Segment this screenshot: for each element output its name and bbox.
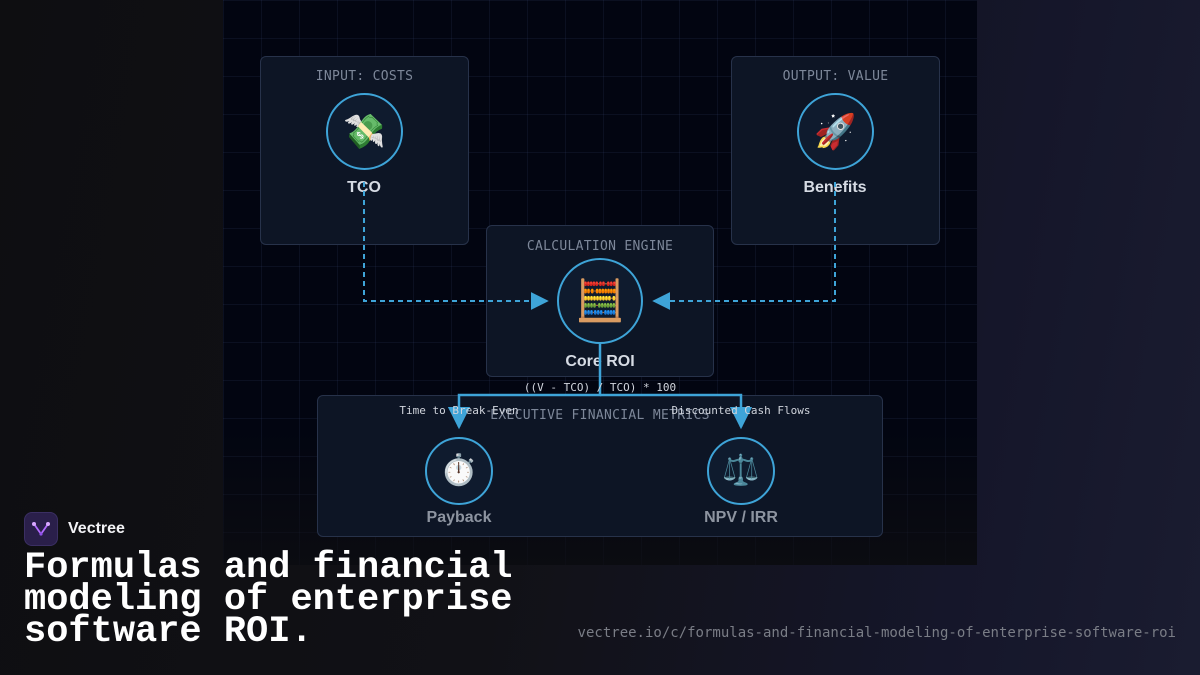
- vectree-logo-icon: [24, 512, 58, 546]
- tco-to-roi-wire: [363, 182, 549, 310]
- brand-name: Vectree: [68, 520, 125, 537]
- npv-irr-label: NPV / IRR: [704, 509, 778, 526]
- page-title: Formulas and financial modeling of enter…: [24, 547, 513, 653]
- core-roi-node: 🧮: [557, 258, 643, 344]
- brand[interactable]: Vectree: [24, 512, 125, 546]
- input-card-title: INPUT: COSTS: [315, 69, 414, 84]
- engine-card-title: CALCULATION ENGINE: [526, 239, 674, 254]
- page-url[interactable]: vectree.io/c/formulas-and-financial-mode…: [577, 625, 1176, 641]
- npv-irr-node: ⚖️: [707, 437, 775, 505]
- metrics-card-title: EXECUTIVE FINANCIAL METRICS: [490, 408, 710, 423]
- tco-label: TCO: [347, 179, 381, 196]
- benefits-to-roi-wire: [652, 182, 836, 310]
- roi-to-npv-wire: [600, 393, 753, 430]
- balance-scale-icon: ⚖️: [722, 453, 760, 488]
- executive-metrics-card: EXECUTIVE FINANCIAL METRICS: [317, 395, 883, 537]
- payback-label: Payback: [426, 509, 492, 526]
- abacus-icon: 🧮: [575, 278, 625, 324]
- payback-node: ⏱️: [425, 437, 493, 505]
- tco-node: 💸: [326, 93, 403, 170]
- input-costs-card: INPUT: COSTS: [260, 56, 469, 245]
- output-card-title: OUTPUT: VALUE: [782, 69, 889, 84]
- stopwatch-icon: ⏱️: [440, 453, 478, 488]
- money-with-wings-icon: 💸: [343, 111, 386, 152]
- npv-edge-label: Discounted Cash Flows: [671, 404, 811, 417]
- roi-to-payback-wire: [447, 344, 602, 430]
- rocket-icon: 🚀: [814, 111, 857, 152]
- benefits-node: 🚀: [797, 93, 874, 170]
- benefits-label: Benefits: [803, 179, 867, 196]
- roi-formula-label: ((V - TCO) / TCO) * 100: [523, 381, 677, 394]
- payback-edge-label: Time to Break-Even: [399, 404, 519, 417]
